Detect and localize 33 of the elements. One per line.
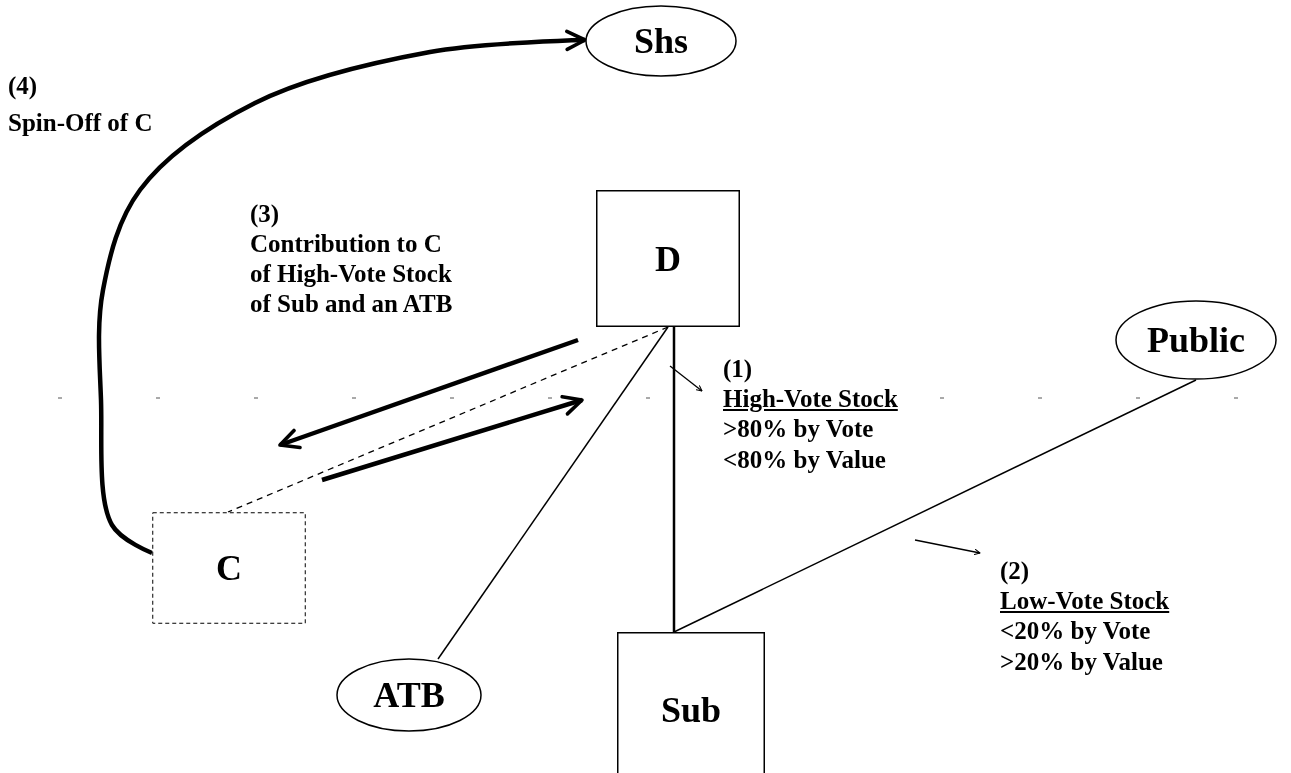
- annotation-text: >80% by Vote: [723, 416, 874, 442]
- node-label: Shs: [633, 23, 689, 59]
- annotation-text: >20% by Value: [1000, 649, 1163, 675]
- arrow: [96, 29, 587, 556]
- stock-class-heading: Low-Vote Stock: [1000, 588, 1170, 614]
- node-label: C: [216, 550, 242, 586]
- arrow: [278, 337, 579, 450]
- annotation-text: (4): [8, 73, 38, 99]
- entity-ellipse: [585, 5, 737, 77]
- node-label: D: [655, 240, 681, 277]
- entity-box: [596, 190, 740, 327]
- annotation-text: <80% by Value: [723, 447, 886, 473]
- stock-class-heading: High-Vote Stock: [723, 386, 898, 412]
- connector-line: [672, 327, 676, 632]
- annotation-text: (1): [723, 356, 753, 382]
- dashed-entity-box: [152, 512, 306, 624]
- annotation-text: (2): [1000, 558, 1030, 584]
- entity-box: [617, 632, 765, 773]
- annotation-text: <20% by Vote: [1000, 618, 1151, 644]
- annotation-text: (3): [250, 201, 280, 227]
- annotation-text: Spin-Off of C: [8, 110, 153, 136]
- node-label: Public: [1147, 322, 1245, 358]
- entity-ellipse: [1115, 300, 1277, 380]
- node-label: ATB: [373, 677, 445, 713]
- annotation-text: of High-Vote Stock: [250, 261, 452, 287]
- entity-ellipse: [336, 658, 482, 732]
- annotation-text: of Sub and an ATB: [250, 291, 453, 317]
- connector-line: [437, 326, 669, 660]
- arrow: [321, 394, 584, 483]
- connector-line: [673, 379, 1197, 633]
- node-label: Sub: [660, 692, 722, 728]
- dashed-line: [227, 326, 669, 513]
- annotation-text: Contribution to C: [250, 231, 442, 257]
